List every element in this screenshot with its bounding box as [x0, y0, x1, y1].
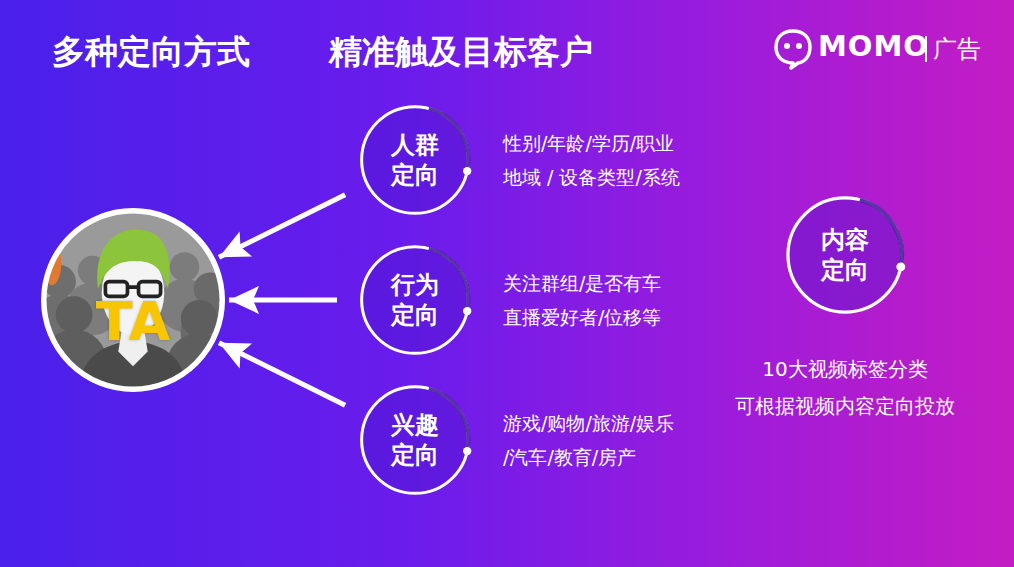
arrow-connector — [229, 298, 337, 303]
ring-outline — [783, 193, 907, 317]
targeting-options: 10大视频标签分类 可根据视频内容定向投放 — [735, 351, 955, 425]
circle-title: 行为 定向 — [387, 270, 442, 330]
targeting-circle: 兴趣 定向游戏/购物/旅游/娱乐 /汽车/教育/房产 — [357, 382, 473, 498]
target-audience-circle: TA — [41, 208, 225, 392]
targeting-circle: 人群 定向性别/年龄/学历/职业 地域 / 设备类型/系统 — [357, 102, 473, 218]
targeting-options: 游戏/购物/旅游/娱乐 /汽车/教育/房产 — [503, 406, 678, 474]
brand-name: MOMO — [818, 29, 929, 63]
arrow-connector — [219, 195, 345, 258]
targeting-options: 性别/年龄/学历/职业 地域 / 设备类型/系统 — [503, 126, 699, 194]
ring-outline — [357, 242, 473, 358]
targeting-options: 关注群组/是否有车 直播爱好者/位移等 — [503, 266, 699, 334]
targeting-circle: 行为 定向关注群组/是否有车 直播爱好者/位移等 — [357, 242, 473, 358]
arrow-connector — [219, 343, 345, 406]
slide-title: 多种定向方式 精准触及目标客户 — [52, 30, 594, 75]
audience-label: TA — [96, 288, 170, 356]
circle-title: 人群 定向 — [387, 130, 442, 190]
momo-bubble-icon — [776, 31, 810, 68]
ring-outline — [357, 382, 473, 498]
ring-outline — [357, 102, 473, 218]
brand-suffix: 广告 — [933, 33, 981, 65]
targeting-circle: 内容 定向10大视频标签分类 可根据视频内容定向投放 — [783, 193, 907, 317]
circle-title: 兴趣 定向 — [387, 410, 442, 470]
circle-title: 内容 定向 — [817, 225, 872, 285]
